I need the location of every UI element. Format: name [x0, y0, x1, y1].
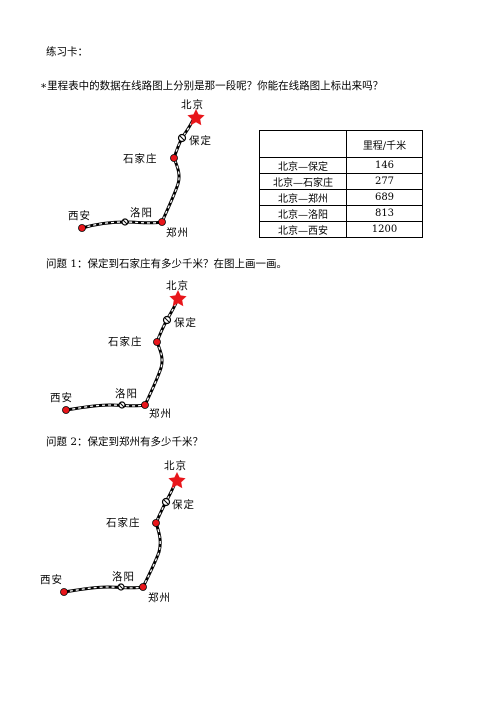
city-label-beijing: 北京 [181, 98, 204, 111]
station-xian [60, 588, 68, 596]
station-shijiazhuang [152, 519, 160, 527]
station-zhengzhou [141, 401, 149, 409]
table-header-distance: 里程/千米 [346, 130, 423, 158]
table-row: 北京—西安 1200 [259, 221, 423, 238]
city-label-beijing: 北京 [166, 279, 189, 292]
station-zhengzhou [158, 218, 166, 226]
city-label-baoding: 保定 [189, 134, 212, 147]
station-shijiazhuang [153, 338, 161, 346]
table-row: 北京—保定 146 [259, 157, 423, 174]
city-label-xian: 西安 [50, 391, 73, 404]
city-label-xian: 西安 [68, 209, 91, 222]
city-label-xian: 西安 [40, 573, 63, 586]
city-label-luoyang: 洛阳 [130, 206, 153, 219]
table-row: 北京—石家庄 277 [259, 173, 423, 190]
distance-table: 里程/千米 北京—保定 146 北京—石家庄 277 北京—郑州 689 北京—… [259, 130, 423, 238]
star-icon [169, 290, 187, 307]
city-label-baoding: 保定 [172, 498, 195, 511]
worksheet-title: 练习卡： [46, 46, 88, 58]
station-zhengzhou [139, 583, 147, 591]
city-label-zhengzhou: 郑州 [166, 226, 189, 239]
city-label-shijiazhuang: 石家庄 [123, 152, 158, 165]
question-1: 问题 1：保定到石家庄有多少千米？在图上画一画。 [46, 258, 288, 270]
city-label-zhengzhou: 郑州 [149, 407, 172, 420]
star-icon [187, 109, 205, 126]
city-label-beijing: 北京 [164, 459, 187, 472]
star-icon [168, 472, 186, 489]
instruction-text: ∗里程表中的数据在线路图上分别是那一段呢？你能在线路图上标出来吗？ [40, 80, 384, 92]
city-label-shijiazhuang: 石家庄 [108, 335, 143, 348]
station-xian [78, 224, 86, 232]
city-label-baoding: 保定 [174, 316, 197, 329]
station-xian [62, 406, 70, 414]
route-cell: 北京—西安 [259, 221, 347, 238]
city-label-zhengzhou: 郑州 [148, 591, 171, 604]
city-label-luoyang: 洛阳 [115, 387, 138, 400]
city-label-luoyang: 洛阳 [112, 570, 135, 583]
station-shijiazhuang [170, 154, 178, 162]
table-corner-cell [259, 130, 347, 158]
km-cell: 1200 [346, 221, 423, 238]
city-label-shijiazhuang: 石家庄 [106, 516, 141, 529]
question-2: 问题 2：保定到郑州有多少千米？ [46, 436, 204, 448]
